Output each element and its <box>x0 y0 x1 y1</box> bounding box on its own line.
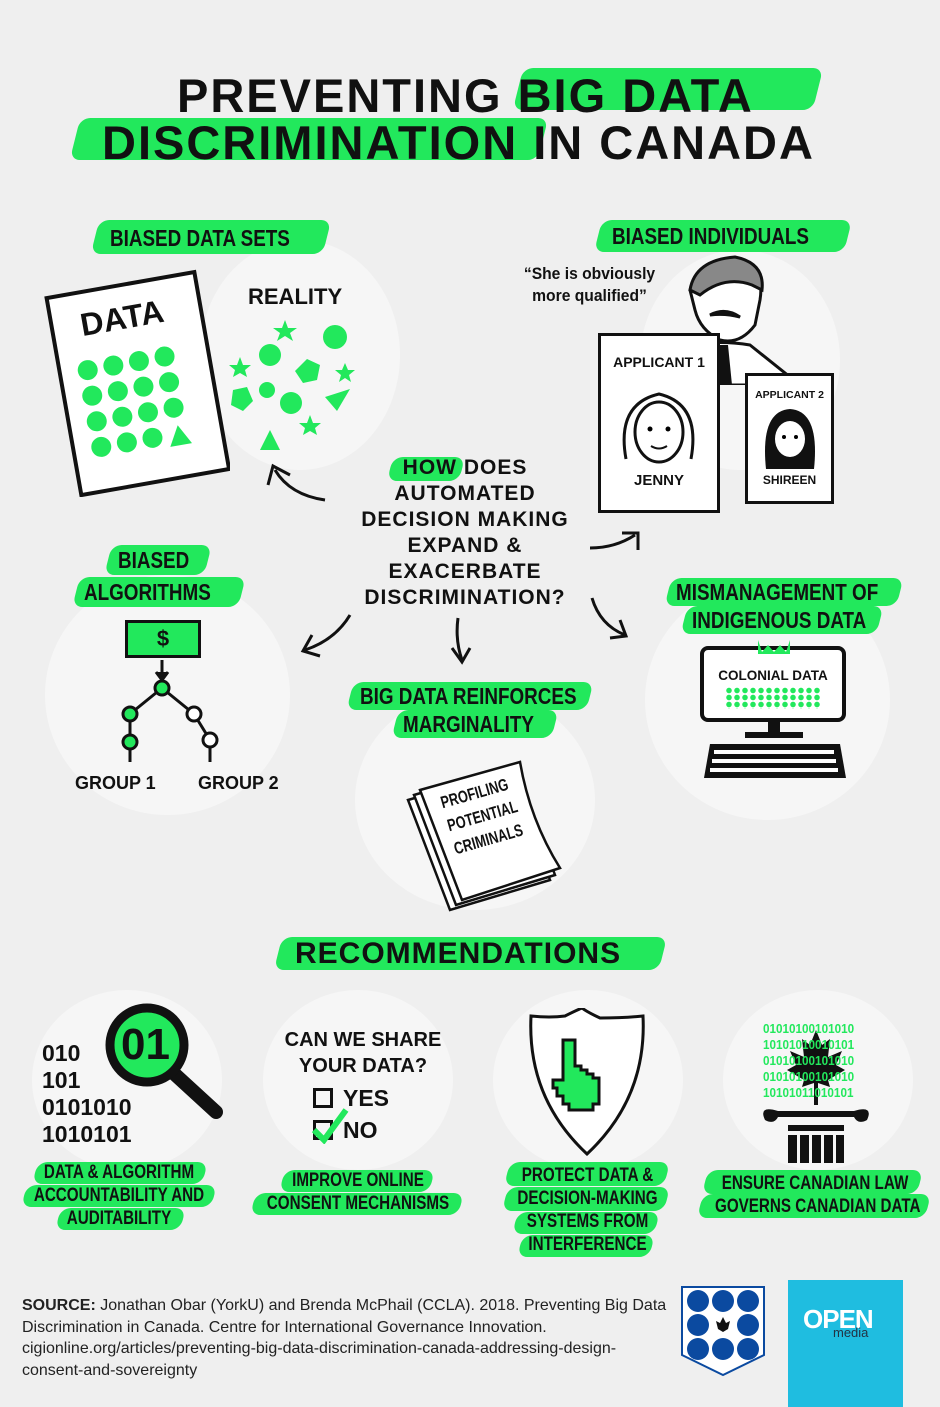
green-binary: 01010100101010 10101010010101 0101010010… <box>763 1021 854 1101</box>
source-text: Jonathan Obar (YorkU) and Brenda McPhail… <box>22 1297 667 1379</box>
recommendations-heading: RECOMMENDATIONS <box>295 937 622 970</box>
page-title-line2: DISCRIMINATION IN CANADA <box>102 115 815 170</box>
rec-label-accountability: DATA & ALGORITHM ACCOUNTABILITY AND AUDI… <box>24 1161 214 1230</box>
shireen-label: SHIREEN <box>762 473 817 487</box>
magnifier-text: 01 <box>121 1020 170 1069</box>
rec-line: DECISION-MAKING <box>517 1188 658 1209</box>
binary-line: 010 <box>42 1040 81 1066</box>
rec-label-canadian-law: ENSURE CANADIAN LAW GOVERNS CANADIAN DAT… <box>715 1172 921 1218</box>
reality-label: REALITY <box>248 284 343 309</box>
biased-data-sets-label: BIASED DATA SETS <box>110 225 290 251</box>
no-label: NO <box>343 1117 378 1143</box>
yes-label: YES <box>343 1085 390 1111</box>
title-text: PREVENTING <box>177 69 503 122</box>
openmedia-media: media <box>833 1325 869 1340</box>
dollar-sign: $ <box>156 626 170 651</box>
ccla-logo-icon <box>681 1286 765 1377</box>
binary-line: 101 <box>42 1067 81 1093</box>
maple-leaf-pillar-icon <box>763 1030 869 1163</box>
green-dots <box>725 687 821 709</box>
rec-line: INTERFERENCE <box>528 1234 647 1255</box>
reality-shapes-icon <box>229 320 355 450</box>
binary-line: 10101011010101 <box>763 1085 854 1100</box>
binary-line: 01010100101010 <box>763 1021 855 1036</box>
yes-option[interactable]: YES <box>313 1085 389 1112</box>
binary-line: 10101010010101 <box>763 1037 855 1052</box>
biased-algorithms-label-1: BIASED <box>118 547 190 573</box>
biased-algorithms-label-2: ALGORITHMS <box>84 579 211 605</box>
group-1-label: GROUP 1 <box>75 773 156 793</box>
indigenous-label-1: MISMANAGEMENT OF <box>676 579 879 605</box>
biased-individuals-label: BIASED INDIVIDUALS <box>612 223 810 249</box>
rec-line: AUDITABILITY <box>66 1208 172 1229</box>
bg-circle <box>45 575 290 815</box>
consent-question: CAN WE SHARE YOUR DATA? <box>268 1027 458 1079</box>
title-text: DISCRIMINATION <box>102 116 519 169</box>
source-label: SOURCE: <box>22 1297 96 1314</box>
paper-stack-icon <box>406 760 562 912</box>
rec-line: ENSURE CANADIAN LAW <box>721 1173 909 1194</box>
question-line: EXACERBATE <box>388 560 542 583</box>
title-text: BIG DATA <box>517 69 754 122</box>
binary-line: 01010100101010 <box>763 1069 855 1084</box>
rec-line: ACCOUNTABILITY AND <box>33 1185 205 1206</box>
applicant-1-card: APPLICANT 1 JENNY <box>598 333 720 513</box>
binary-text: 010 101 0101010 1010101 <box>42 1040 132 1148</box>
applicant-2-card: APPLICANT 2 SHIREEN <box>745 373 834 504</box>
binary-line: 0101010 <box>42 1094 132 1120</box>
question-line: DISCRIMINATION? <box>364 586 566 609</box>
rec-line: CONSENT MECHANISMS <box>266 1193 450 1214</box>
quote-line: more qualified” <box>532 286 647 305</box>
decision-tree-icon <box>121 660 219 762</box>
rec-line: IMPROVE ONLINE <box>292 1170 424 1191</box>
question-line: YOUR DATA? <box>298 1055 428 1077</box>
dollar-box: $ <box>125 620 201 658</box>
page-title-line1: PREVENTING BIG DATA <box>177 68 754 123</box>
openmedia-open: OPEN <box>803 1304 874 1334</box>
question-line: EXPAND & <box>407 534 523 557</box>
rec-line: GOVERNS CANADIAN DATA <box>715 1196 921 1217</box>
rec-label-consent: IMPROVE ONLINE CONSENT MECHANISMS <box>262 1169 454 1215</box>
jenny-face-icon <box>622 392 695 464</box>
monitor-screen: COLONIAL DATA <box>700 646 846 722</box>
quote-text: “She is obviously more qualified” <box>518 263 661 307</box>
source-citation: SOURCE: Jonathan Obar (YorkU) and Brenda… <box>22 1295 672 1381</box>
marginality-label-1: BIG DATA REINFORCES <box>360 683 577 709</box>
bg-circle <box>200 240 400 470</box>
question-line: DECISION MAKING <box>361 508 569 531</box>
question-word: DOES <box>463 456 528 479</box>
marginality-label-2: MARGINALITY <box>403 711 534 737</box>
shield-pointer-icon <box>529 1008 645 1157</box>
arrows-icon <box>266 463 640 665</box>
data-sheet-icon <box>44 269 230 497</box>
question-line: AUTOMATED <box>394 482 536 505</box>
rec-line: SYSTEMS FROM <box>526 1211 649 1232</box>
applicant-1-label: APPLICANT 1 <box>613 354 705 370</box>
yes-checkbox[interactable] <box>313 1088 333 1108</box>
binary-line: 01010100101010 <box>763 1053 855 1068</box>
applicant-2-label: APPLICANT 2 <box>755 389 824 401</box>
rec-line: DATA & ALGORITHM <box>43 1162 195 1183</box>
binary-line: 1010101 <box>42 1121 132 1147</box>
question-line: CAN WE SHARE <box>284 1029 442 1051</box>
computer-base-icon <box>704 640 846 778</box>
indigenous-label-2: INDIGENOUS DATA <box>692 607 867 633</box>
magnifier-handle-icon <box>161 1062 223 1119</box>
group-2-label: GROUP 2 <box>198 773 279 793</box>
question-word: HOW <box>402 456 457 479</box>
jenny-label: JENNY <box>633 472 685 489</box>
shireen-face-icon <box>765 409 815 469</box>
openmedia-logo: OPEN media <box>788 1280 903 1407</box>
rec-label-protect: PROTECT DATA & DECISION-MAKING SYSTEMS F… <box>494 1164 682 1256</box>
title-text: IN CANADA <box>533 116 815 169</box>
colonial-data-label: COLONIAL DATA <box>718 668 828 683</box>
quote-line: “She is obviously <box>523 264 656 283</box>
bg-circle <box>263 990 453 1170</box>
checkmark-icon <box>311 1108 349 1144</box>
rec-line: PROTECT DATA & <box>521 1165 654 1186</box>
magnifier-icon <box>105 1003 189 1087</box>
central-question: HOW DOES AUTOMATED DECISION MAKING EXPAN… <box>330 455 600 611</box>
